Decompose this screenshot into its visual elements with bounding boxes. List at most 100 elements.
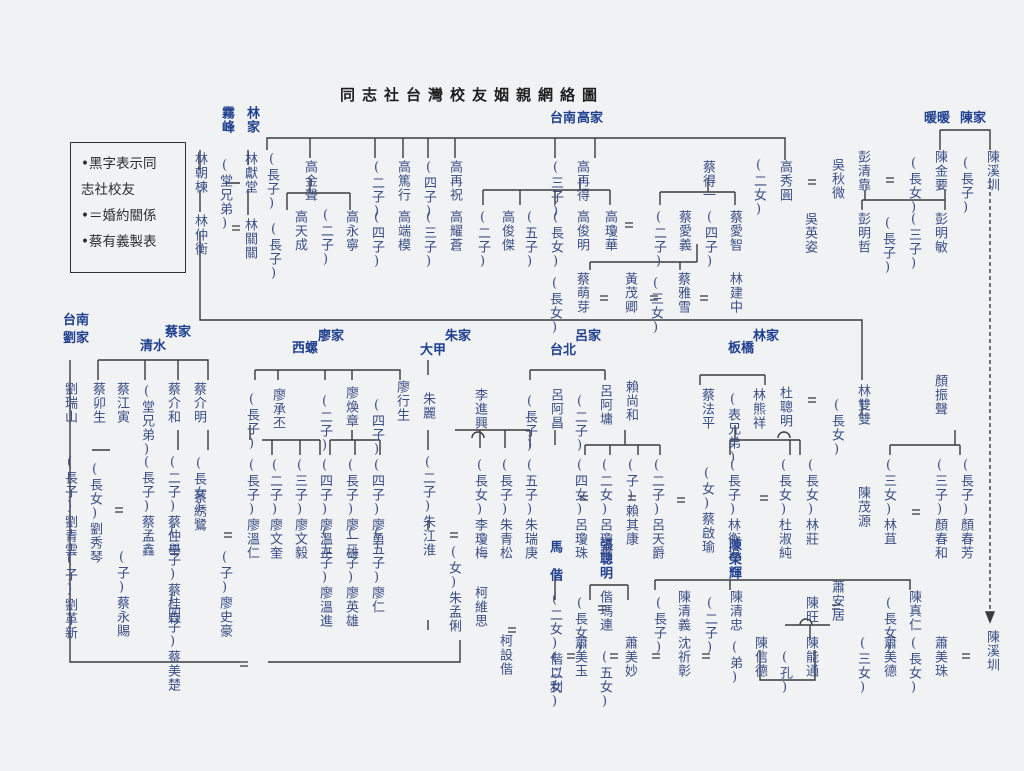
person: (女)朱孟俐 — [446, 545, 461, 633]
person: (長子)蔡孟鑫 — [139, 455, 154, 557]
person: 蕭美德 — [881, 636, 896, 678]
legend-line-2: 志社校友 — [81, 182, 135, 198]
person: 朱麗 — [420, 392, 435, 420]
person: (五子)廖仁 — [369, 526, 384, 614]
person: (四子) — [369, 210, 384, 270]
person: 蔡綉鷺 — [191, 490, 206, 532]
person: (五女) — [597, 650, 612, 710]
person: 林仲衡 — [192, 214, 207, 256]
person: (子)劉革新 — [62, 552, 77, 640]
chart-title: 同志社台灣校友姻親網絡圖 — [340, 86, 605, 104]
person: 陳能通 — [803, 636, 818, 678]
person: (長子) — [266, 222, 281, 282]
person: (長子)林衡道 — [725, 458, 740, 560]
person: (子)蔡永賜 — [114, 550, 129, 638]
person: (長女)杜淑純 — [776, 458, 791, 560]
person: 彭明敏 — [932, 212, 947, 254]
person: (五子)朱瑞庚 — [522, 458, 537, 560]
person: 林雙雙 — [855, 384, 870, 426]
person: (五子)廖溫進 — [317, 526, 332, 628]
person: (長女) — [548, 210, 563, 270]
person: 陳金要 — [932, 150, 947, 192]
person: (二子)廖文奎 — [267, 458, 282, 560]
legend-line-4: •蔡有義製表 — [81, 234, 157, 250]
person: 彭明哲 — [855, 212, 870, 254]
family-label: 張聰明 — [597, 538, 612, 580]
person: 林獻堂 — [242, 152, 257, 194]
family-label: 台南 — [550, 111, 577, 126]
person: 廖承丕 — [270, 388, 285, 430]
person: (三子)顏春和 — [932, 458, 947, 560]
person: (長女) — [881, 596, 896, 656]
person: 高耀蒼 — [447, 210, 462, 252]
legend-line-1: •黑字表示同 — [81, 156, 157, 172]
person: 高再得 — [574, 160, 589, 202]
family-label: 西螺 — [292, 341, 319, 356]
person: (長女) — [829, 398, 844, 458]
person: 陳清忠 — [727, 590, 742, 632]
person: (二子) — [318, 208, 333, 268]
person: (四子) — [702, 210, 717, 270]
person: (長女)李瓊梅 — [472, 458, 487, 560]
person: 廖行生 — [394, 380, 409, 422]
person: (長女) — [572, 596, 587, 656]
person: (長女)劉秀琴 — [87, 462, 102, 564]
person: 李進興 — [472, 388, 487, 430]
person: (長子) — [522, 394, 537, 454]
person: 蕭美玉 — [572, 636, 587, 678]
family-label: 馬 偕 — [547, 540, 562, 582]
person: (長女) — [906, 636, 921, 696]
person: 高端模 — [395, 210, 410, 252]
person: (四子) — [369, 398, 384, 458]
family-label: 高家 — [577, 111, 604, 126]
person: 林建中 — [727, 272, 742, 314]
person: (長子)廖溫仁 — [244, 458, 259, 560]
family-label: 林家 — [244, 106, 259, 134]
person: (二女) — [751, 158, 766, 218]
person: 蔡得一 — [700, 160, 715, 202]
person: (三女)林苴 — [881, 458, 896, 546]
family-label: 台北 — [550, 343, 577, 358]
person: 林關關 — [242, 218, 257, 260]
family-label: 劉家 — [63, 331, 90, 346]
person: (四女)呂瓊珠 — [572, 458, 587, 560]
person: (長子)朱青松 — [497, 458, 512, 560]
person: 蔡愛義 — [676, 210, 691, 252]
person: (孔) — [777, 650, 792, 696]
family-label: 朱家 — [445, 329, 472, 344]
person: (弟) — [727, 640, 742, 686]
person: 高永寧 — [343, 210, 358, 252]
person: 吳英姿 — [802, 212, 817, 254]
person: (三子) — [421, 210, 436, 270]
person: (子)賴其康 — [623, 458, 638, 546]
person: 偕瑪連 — [597, 590, 612, 632]
family-label: 陳榮輝 — [726, 538, 741, 580]
person: 黃茂卿 — [622, 272, 637, 314]
person: (長子) — [651, 596, 666, 656]
person: 高篤行 — [395, 160, 410, 202]
person: 高瓊華 — [602, 210, 617, 252]
person: (二子) — [369, 160, 384, 220]
legend-box: •黑字表示同 志社校友 •＝婚約關係 •蔡有義製表 — [70, 142, 186, 273]
person: (三女) — [648, 276, 663, 336]
person: (長子) — [264, 152, 279, 212]
person: (三女) — [855, 636, 870, 696]
person: (四子)廖勇 — [369, 458, 384, 546]
person: 蔡介和 — [165, 382, 180, 424]
person: 陳茂源 — [855, 486, 870, 528]
person: 蔡萌芽 — [574, 272, 589, 314]
person: (四子)蔡美楚 — [165, 590, 180, 692]
person: 陳溪圳 — [984, 150, 999, 192]
person: 蔡法平 — [699, 388, 714, 430]
person: (四子)廖溫正 — [317, 458, 332, 560]
person: (長子)顏春芳 — [958, 458, 973, 560]
person: 劉瑞山 — [62, 382, 77, 424]
person: (長子) — [880, 216, 895, 276]
person: (長女) — [547, 276, 562, 336]
person: 蔡介明 — [191, 382, 206, 424]
family-label: 蔡家 — [165, 325, 192, 340]
person: 陳信德 — [752, 636, 767, 678]
family-label: 大甲 — [420, 343, 447, 358]
